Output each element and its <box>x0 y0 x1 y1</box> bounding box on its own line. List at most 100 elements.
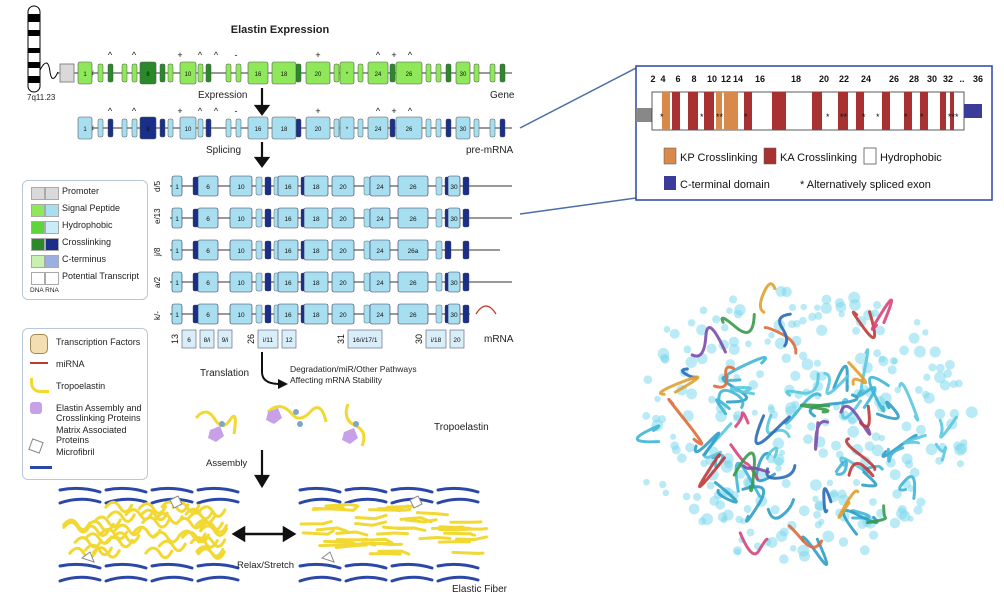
exon-small <box>107 118 114 138</box>
solvent-bead <box>875 325 886 336</box>
protein-chain <box>808 393 859 418</box>
exon-small <box>425 63 432 83</box>
solvent-bead <box>834 298 845 308</box>
solvent-bead <box>838 311 845 318</box>
exon-number: 30 <box>460 72 467 78</box>
crosslinking-segment <box>672 92 680 130</box>
legend-item: Matrix Associated Proteins <box>56 425 127 445</box>
solvent-bead <box>685 356 698 368</box>
solvent-bead <box>708 395 716 404</box>
exon-small <box>264 272 272 292</box>
exon-mark: - <box>235 106 238 116</box>
legend-swatch-dna <box>31 221 45 234</box>
exon-mark: - <box>235 50 238 60</box>
solvent-bead <box>925 443 938 456</box>
solvent-bead <box>855 352 867 365</box>
crosslinking-segment <box>940 92 946 130</box>
exon-number: 1 <box>83 72 87 78</box>
solvent-bead <box>699 306 708 315</box>
solvent-bead <box>936 363 945 373</box>
exon-18 <box>303 207 329 229</box>
tropoelastin-strand <box>335 530 369 537</box>
crosslinking-segment <box>920 92 928 130</box>
tropoelastin-strand <box>454 535 488 542</box>
solvent-bead <box>914 386 923 394</box>
exon-small <box>357 63 364 83</box>
solvent-bead <box>728 336 740 347</box>
solvent-bead <box>746 528 755 537</box>
solvent-bead <box>887 365 897 375</box>
solvent-bead <box>643 375 653 384</box>
solvent-bead <box>826 479 834 487</box>
exon-small <box>489 63 496 83</box>
solvent-bead <box>735 515 743 524</box>
exon-30 <box>447 303 461 325</box>
solvent-bead <box>785 423 792 430</box>
isoform-label: j/8 <box>153 247 162 257</box>
exon-1 <box>171 175 183 197</box>
microfibril <box>298 562 342 570</box>
pre-mrna-label: pre-mRNA <box>466 145 514 156</box>
exon-small <box>435 240 443 260</box>
locus-label: 7q11.23 <box>27 93 56 102</box>
solvent-bead <box>779 527 789 537</box>
exon-small <box>264 176 272 196</box>
tropoelastin-strand <box>354 520 388 527</box>
solvent-bead <box>945 359 955 370</box>
exon-10 <box>179 116 197 140</box>
solvent-bead <box>728 344 740 355</box>
exon-number: 18 <box>312 184 320 191</box>
gene-marks: ^^+^^-+^+^ <box>108 50 413 60</box>
exon-number: 18 <box>312 312 320 319</box>
solvent-bead <box>662 489 670 497</box>
solvent-bead <box>814 500 826 511</box>
tropoelastin-strand <box>106 510 136 523</box>
exon-small <box>167 63 174 83</box>
exon-20 <box>331 303 355 325</box>
legend-swatch-dna <box>31 272 45 285</box>
solvent-bead <box>814 311 823 320</box>
domain-exon-number: 28 <box>909 74 919 84</box>
exon-number: 24 <box>375 127 382 133</box>
exon-number: 20 <box>339 280 347 287</box>
protein-chain <box>834 459 848 476</box>
solvent-bead <box>821 294 832 305</box>
pre-mrna-marks: ^^+^^-+^+^ <box>108 106 413 116</box>
solvent-bead <box>801 358 814 371</box>
legend-swatch-rna <box>45 221 59 234</box>
exon-number: 18 <box>312 248 320 255</box>
solvent-bead <box>907 485 915 492</box>
legend-cterm: C-terminal domain <box>680 179 770 191</box>
tropoelastin-strand <box>91 546 121 559</box>
legend-kp: KP Crosslinking <box>680 152 757 164</box>
relax-stretch-label: Relax/Stretch <box>237 560 294 571</box>
exon-number: 20 <box>315 127 322 133</box>
exon-number: 6 <box>206 248 210 255</box>
exon-* <box>339 61 355 85</box>
exon-18 <box>303 239 329 261</box>
domain-exon-number: 4 <box>660 74 665 84</box>
tropoelastin-strand <box>197 505 227 518</box>
tropoelastin-strand <box>368 551 402 556</box>
exon-small <box>235 63 242 83</box>
solvent-bead <box>929 346 941 358</box>
alt-group-label: 13 <box>170 334 180 344</box>
exon-24 <box>369 207 391 229</box>
exon-small <box>97 63 104 83</box>
alt-exon-number: 16/i/17/1 <box>353 337 378 344</box>
microfibril <box>436 497 480 505</box>
alt-spliced-mark: * <box>920 112 924 122</box>
solvent-bead <box>717 512 728 522</box>
exon-number: 10 <box>185 127 192 133</box>
solvent-bead <box>813 359 821 367</box>
exon-number: 16 <box>255 72 262 78</box>
domain-exon-number: 32 <box>943 74 953 84</box>
exon-number: 30 <box>450 184 458 191</box>
crosslinking-segment <box>856 92 864 130</box>
microfibril <box>58 562 102 570</box>
tropoelastin-strand <box>85 519 115 533</box>
tropoelastin-strand <box>198 521 228 534</box>
